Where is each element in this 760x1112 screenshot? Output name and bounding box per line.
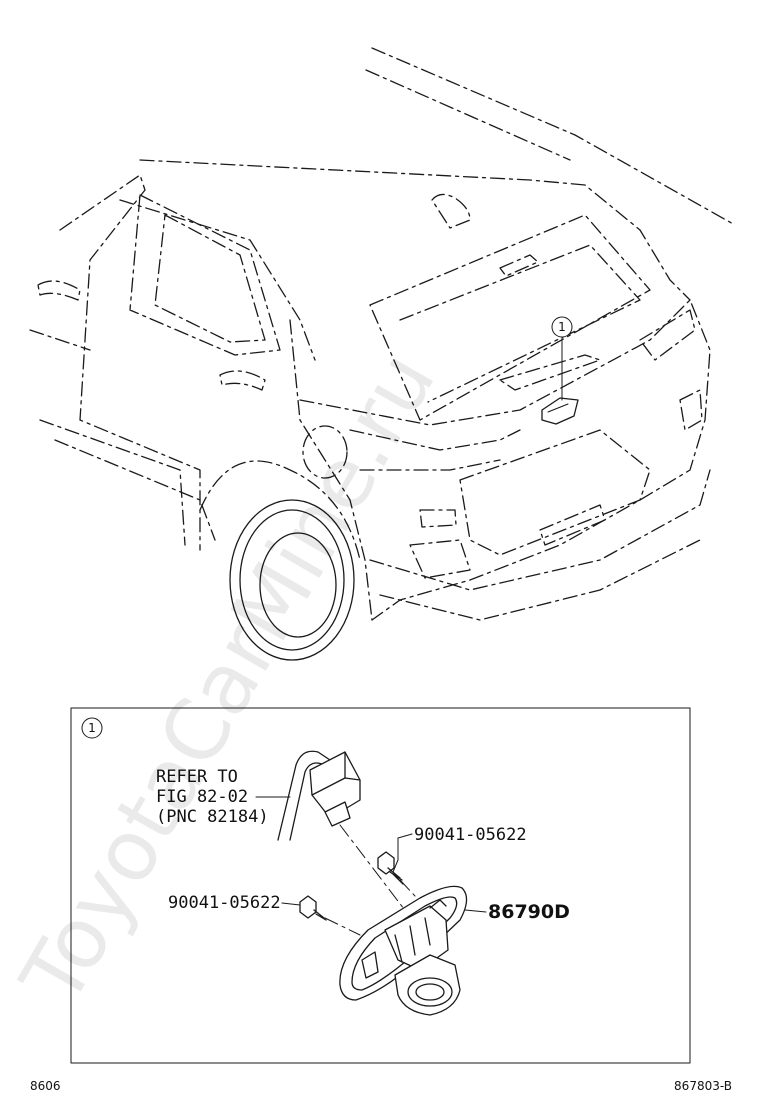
callout-marker: 1 [551,316,573,338]
svg-text:90041-05622: 90041-05622 [168,893,281,913]
rear-camera-assembly [339,885,468,1016]
detail-box: 1 REFER TO FIG 82-02 (PNC 82184) [70,707,691,1064]
bolt-lower [299,895,327,921]
connector [309,751,361,827]
svg-text:FIG 82-02: FIG 82-02 [156,787,248,807]
svg-text:86790D: 86790D [488,901,570,923]
footer-left-code: 8606 [30,1079,61,1093]
bolt-upper [377,851,404,885]
footer-right-code: 867803-B [674,1079,732,1093]
svg-text:1: 1 [88,721,96,735]
reference-note: REFER TO FIG 82-02 (PNC 82184) [156,767,269,827]
detail-marker: 1 [81,717,103,739]
svg-text:REFER TO: REFER TO [156,767,238,787]
vehicle-rear-view [29,47,736,661]
svg-text:1: 1 [558,320,566,334]
svg-text:90041-05622: 90041-05622 [414,825,527,845]
svg-text:(PNC 82184): (PNC 82184) [156,807,269,827]
